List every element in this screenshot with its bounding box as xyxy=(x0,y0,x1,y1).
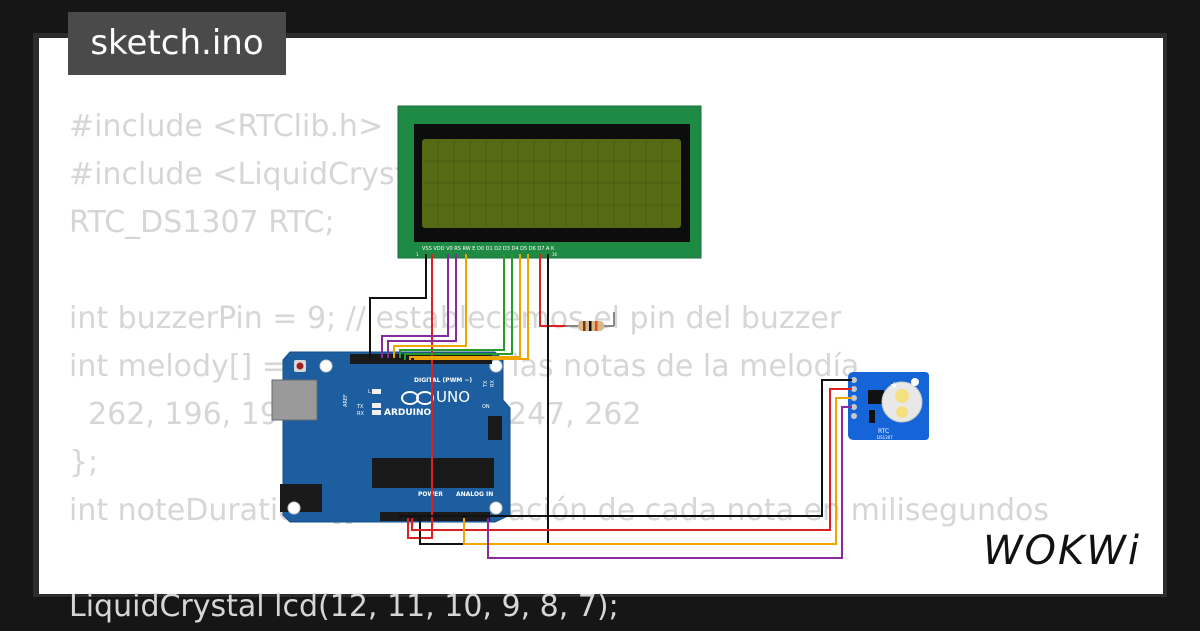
usb-port xyxy=(271,379,318,421)
arduino-uno-board[interactable]: AREF DIGITAL (PWM ~) TX RX L TX RX UNO A… xyxy=(271,351,511,523)
rx-label: RX xyxy=(490,380,496,387)
wire-purple xyxy=(387,254,457,358)
code-line: }; xyxy=(69,445,99,480)
rx-led-label: RX xyxy=(357,411,364,417)
star-icon: ★ xyxy=(890,381,898,391)
code-line: int buzzerPin = 9; // establecemos el pi… xyxy=(69,301,842,336)
analog-header-label: ANALOG IN xyxy=(456,491,493,498)
wire-green xyxy=(404,254,513,360)
wire-orange-rtc xyxy=(463,397,852,545)
aref-label: AREF xyxy=(343,394,349,407)
lcd-character-grid xyxy=(423,140,680,227)
resistor[interactable] xyxy=(566,321,614,331)
power-jack xyxy=(280,484,322,512)
lcd-pin-labels: VSS VDD V0 RS RW E D0 D1 D2 D3 D4 D5 D6 … xyxy=(422,246,555,252)
rtc-chip xyxy=(868,390,884,404)
rtc-ds1307-module[interactable]: ★ RTC DS1307 xyxy=(848,372,929,440)
tx-label: TX xyxy=(483,380,489,388)
lcd-module: VSS VDD V0 RS RW E D0 D1 D2 D3 D4 D5 D6 … xyxy=(397,105,702,259)
rtc-label: RTC xyxy=(878,428,889,435)
wire-orange xyxy=(393,254,467,358)
code-line: int melody[] = { // definimos las notas … xyxy=(69,349,860,384)
lcd-pin-last: 16 xyxy=(552,252,558,257)
code-line: #include <RTClib.h> xyxy=(69,109,384,144)
power-header-label: POWER xyxy=(418,491,443,498)
wires xyxy=(369,254,852,559)
wire-black xyxy=(369,254,427,358)
wokwi-logo: WOKWi xyxy=(983,528,1141,574)
board-model: UNO xyxy=(436,388,470,406)
wire-orange xyxy=(409,254,521,360)
digital-header-label: DIGITAL (PWM ~) xyxy=(414,377,472,384)
wire-black-rtc xyxy=(399,379,852,518)
rtc-chip-label: DS1307 xyxy=(877,435,893,440)
brand-name: WOKWi xyxy=(983,528,1141,574)
lcd-pin-first: 1 xyxy=(416,252,419,257)
tx-led-label: TX xyxy=(356,404,364,410)
wire-red-rtc xyxy=(411,388,852,531)
l-led-label: L xyxy=(368,389,371,395)
wire-red-resistor xyxy=(539,254,566,327)
file-name-badge: sketch.ino xyxy=(68,12,286,75)
wire-purple xyxy=(381,254,449,358)
wire-purple-rtc xyxy=(487,406,852,559)
board-label: ARDUINO xyxy=(384,408,432,418)
wire-green xyxy=(399,254,505,358)
on-led-label: ON xyxy=(482,404,490,410)
code-line: RTC_DS1307 RTC; xyxy=(69,205,335,240)
code-line: LiquidCrystal lcd(12, 11, 10, 9, 8, 7); xyxy=(69,589,619,624)
wire-orange xyxy=(414,254,529,360)
